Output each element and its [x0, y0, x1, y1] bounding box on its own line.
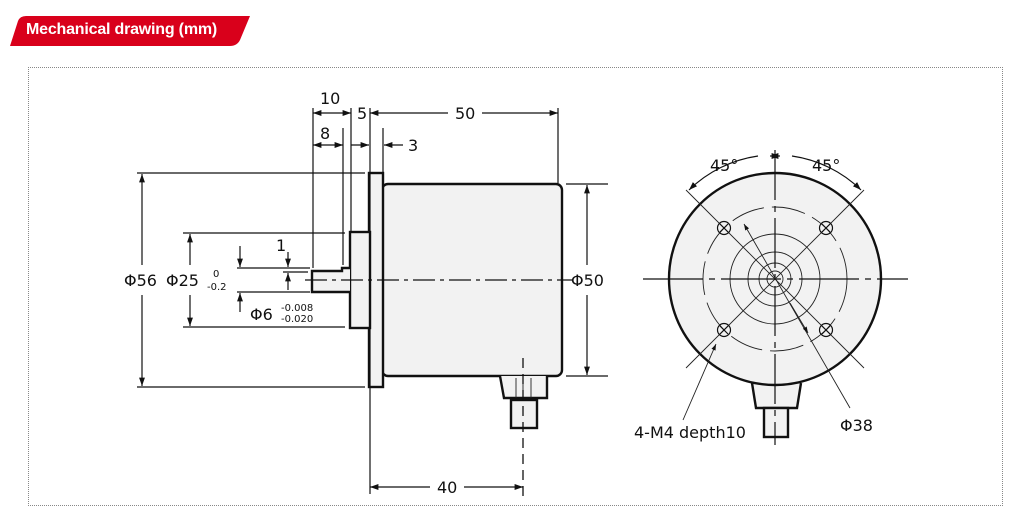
dim-3-label: 3 [408, 136, 418, 155]
dia-6-label: Φ6 [250, 305, 273, 324]
dim-1-label: 1 [276, 236, 286, 255]
dia-25-tol-upper: 0 [213, 269, 219, 280]
dia-56-label: Φ56 [124, 271, 157, 290]
dim-50-label: 50 [455, 104, 475, 123]
dia-25-tol-lower: -0.2 [207, 282, 227, 293]
connector [498, 375, 549, 400]
shaft [310, 266, 350, 294]
angle-right-label: 45° [812, 156, 840, 175]
holes-label: 4-M4 depth10 [634, 423, 746, 442]
front-view: 45° 45° 4-M4 depth10 Φ38 [634, 150, 908, 445]
mounting-holes [716, 220, 834, 338]
cable [509, 398, 539, 430]
dim-8-label: 8 [320, 124, 330, 143]
dia-25-label: Φ25 [166, 271, 199, 290]
dia-6-tol-lower: -0.020 [281, 314, 313, 325]
header-tab [10, 16, 250, 46]
dim-5-label: 5 [357, 104, 367, 123]
cable [762, 406, 790, 439]
angle-left-label: 45° [710, 156, 738, 175]
side-view: 10 5 50 8 3 1 Φ56 Φ25 Φ6 Φ50 40 0 -0.2 -… [124, 89, 608, 497]
dim-40-label: 40 [437, 478, 457, 497]
bolt-circle-label: Φ38 [840, 416, 873, 435]
connector [750, 382, 803, 410]
dim-10-label: 10 [320, 89, 340, 108]
section-title: Mechanical drawing (mm) [26, 21, 217, 38]
dia-6-tol-upper: -0.008 [281, 303, 313, 314]
drawing-frame [28, 67, 1003, 506]
dia-50-label: Φ50 [571, 271, 604, 290]
